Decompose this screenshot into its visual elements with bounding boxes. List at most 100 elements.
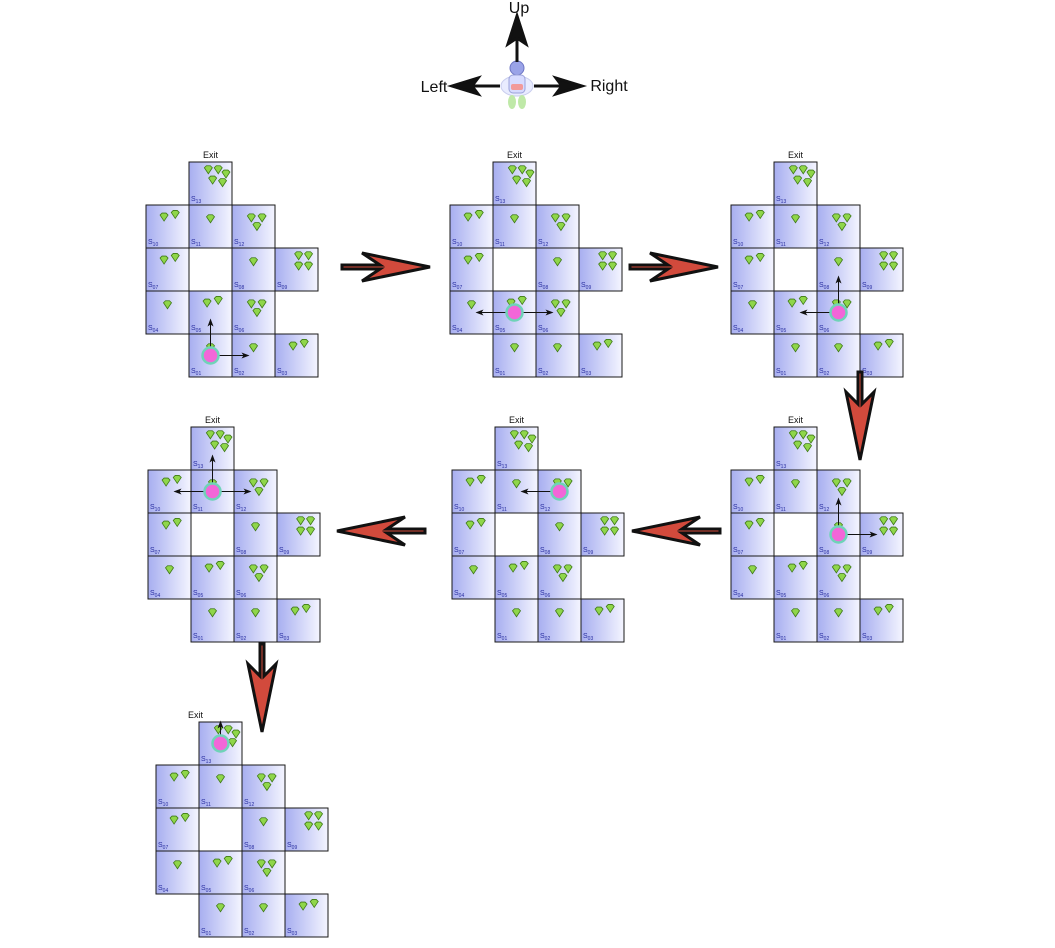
- state-label: S07: [452, 282, 462, 291]
- gem-icon: [889, 516, 899, 526]
- gem-icon: [527, 434, 537, 444]
- flow-arrow-left: [336, 515, 427, 547]
- gem-icon: [215, 903, 226, 913]
- gem-icon: [554, 608, 565, 618]
- gem-icon: [798, 561, 808, 571]
- gem-icon: [172, 518, 182, 528]
- gem-icon: [592, 341, 602, 351]
- state-label: S06: [540, 590, 550, 599]
- gem-icon: [169, 815, 179, 825]
- state-label: S05: [495, 325, 505, 334]
- gem-icon: [476, 475, 486, 485]
- gem-icon: [831, 478, 841, 488]
- gem-icon: [202, 298, 212, 308]
- state-label: S01: [776, 633, 786, 642]
- gem-icon: [517, 296, 527, 306]
- state-label: S02: [236, 633, 246, 642]
- state-label: S07: [158, 842, 168, 851]
- gem-icon: [296, 526, 306, 536]
- gem-icon: [213, 296, 223, 306]
- gem-icon: [790, 214, 801, 224]
- gem-icon: [231, 729, 241, 739]
- cell-tile: [773, 333, 818, 378]
- flow-arrow-right: [628, 251, 719, 283]
- gem-icon: [511, 608, 522, 618]
- state-label: S02: [819, 633, 829, 642]
- state-label: S13: [776, 196, 786, 205]
- state-label: S01: [776, 368, 786, 377]
- gem-icon: [511, 479, 522, 489]
- gem-icon: [755, 475, 765, 485]
- gem-icon: [889, 251, 899, 261]
- state-label: S03: [862, 368, 872, 377]
- gem-icon: [246, 299, 256, 309]
- maze-cell-s13: S13: [494, 426, 539, 471]
- state-label: S03: [287, 928, 297, 937]
- agent-marker: [550, 482, 569, 501]
- gem-icon: [474, 253, 484, 263]
- maze-cell-s03: S03: [578, 333, 623, 378]
- maze-cell-s02: S02: [535, 333, 580, 378]
- gem-icon: [294, 251, 304, 261]
- agent-marker: [211, 734, 230, 753]
- state-label: S01: [201, 928, 211, 937]
- state-label: S09: [862, 282, 872, 291]
- gem-icon: [248, 343, 259, 353]
- state-label: S03: [277, 368, 287, 377]
- legend-right-arrow: [534, 75, 588, 97]
- state-label: S13: [776, 461, 786, 470]
- exit-label: Exit: [507, 150, 523, 160]
- state-label: S11: [495, 239, 505, 248]
- maze-cell-s04: S04: [451, 555, 496, 600]
- state-label: S01: [497, 633, 507, 642]
- gem-icon: [205, 430, 215, 440]
- gem-icon: [798, 430, 808, 440]
- state-label: S09: [862, 547, 872, 556]
- maze-cell-s11: S11: [492, 204, 537, 249]
- gem-icon: [306, 516, 316, 526]
- gem-icon: [207, 608, 218, 618]
- state-label: S04: [733, 590, 743, 599]
- maze-cell-s09: S09: [859, 247, 904, 292]
- maze-cell-s07: S07: [155, 807, 200, 852]
- gem-icon: [476, 518, 486, 528]
- gem-icon: [220, 443, 230, 453]
- gem-icon: [208, 175, 218, 185]
- gem-icon: [563, 478, 573, 488]
- flow-arrow-right: [340, 251, 431, 283]
- maze-cell-s01: S01: [494, 598, 539, 643]
- gem-icon: [267, 773, 277, 783]
- maze-cell-s10: S10: [730, 204, 775, 249]
- gem-icon: [550, 299, 560, 309]
- state-label: S02: [540, 633, 550, 642]
- gem-icon: [610, 516, 620, 526]
- state-label: S09: [581, 282, 591, 291]
- gem-icon: [309, 899, 319, 909]
- gem-icon: [519, 561, 529, 571]
- gem-icon: [161, 520, 171, 530]
- gem-icon: [747, 300, 758, 310]
- maze-cell-s07: S07: [451, 512, 496, 557]
- maze-cell-s11: S11: [188, 204, 233, 249]
- gem-icon: [299, 339, 309, 349]
- maze-cell-s03: S03: [580, 598, 625, 643]
- maze-cell-s01: S01: [190, 598, 235, 643]
- gem-icon: [509, 214, 520, 224]
- exit-label: Exit: [788, 415, 804, 425]
- gem-icon: [833, 257, 844, 267]
- cell-tile: [190, 598, 235, 643]
- gem-icon: [259, 564, 269, 574]
- gem-icon: [798, 165, 808, 175]
- cell-tile: [241, 850, 286, 895]
- state-label: S09: [583, 547, 593, 556]
- gem-icon: [210, 440, 220, 450]
- state-label: S04: [150, 590, 160, 599]
- state-label: S02: [538, 368, 548, 377]
- gem-icon: [512, 175, 522, 185]
- maze-cell-s06: S06: [241, 850, 286, 895]
- maze-cell-s06: S06: [233, 555, 278, 600]
- robot-agent-icon: [500, 60, 534, 109]
- gem-icon: [842, 299, 852, 309]
- gem-icon: [837, 573, 847, 583]
